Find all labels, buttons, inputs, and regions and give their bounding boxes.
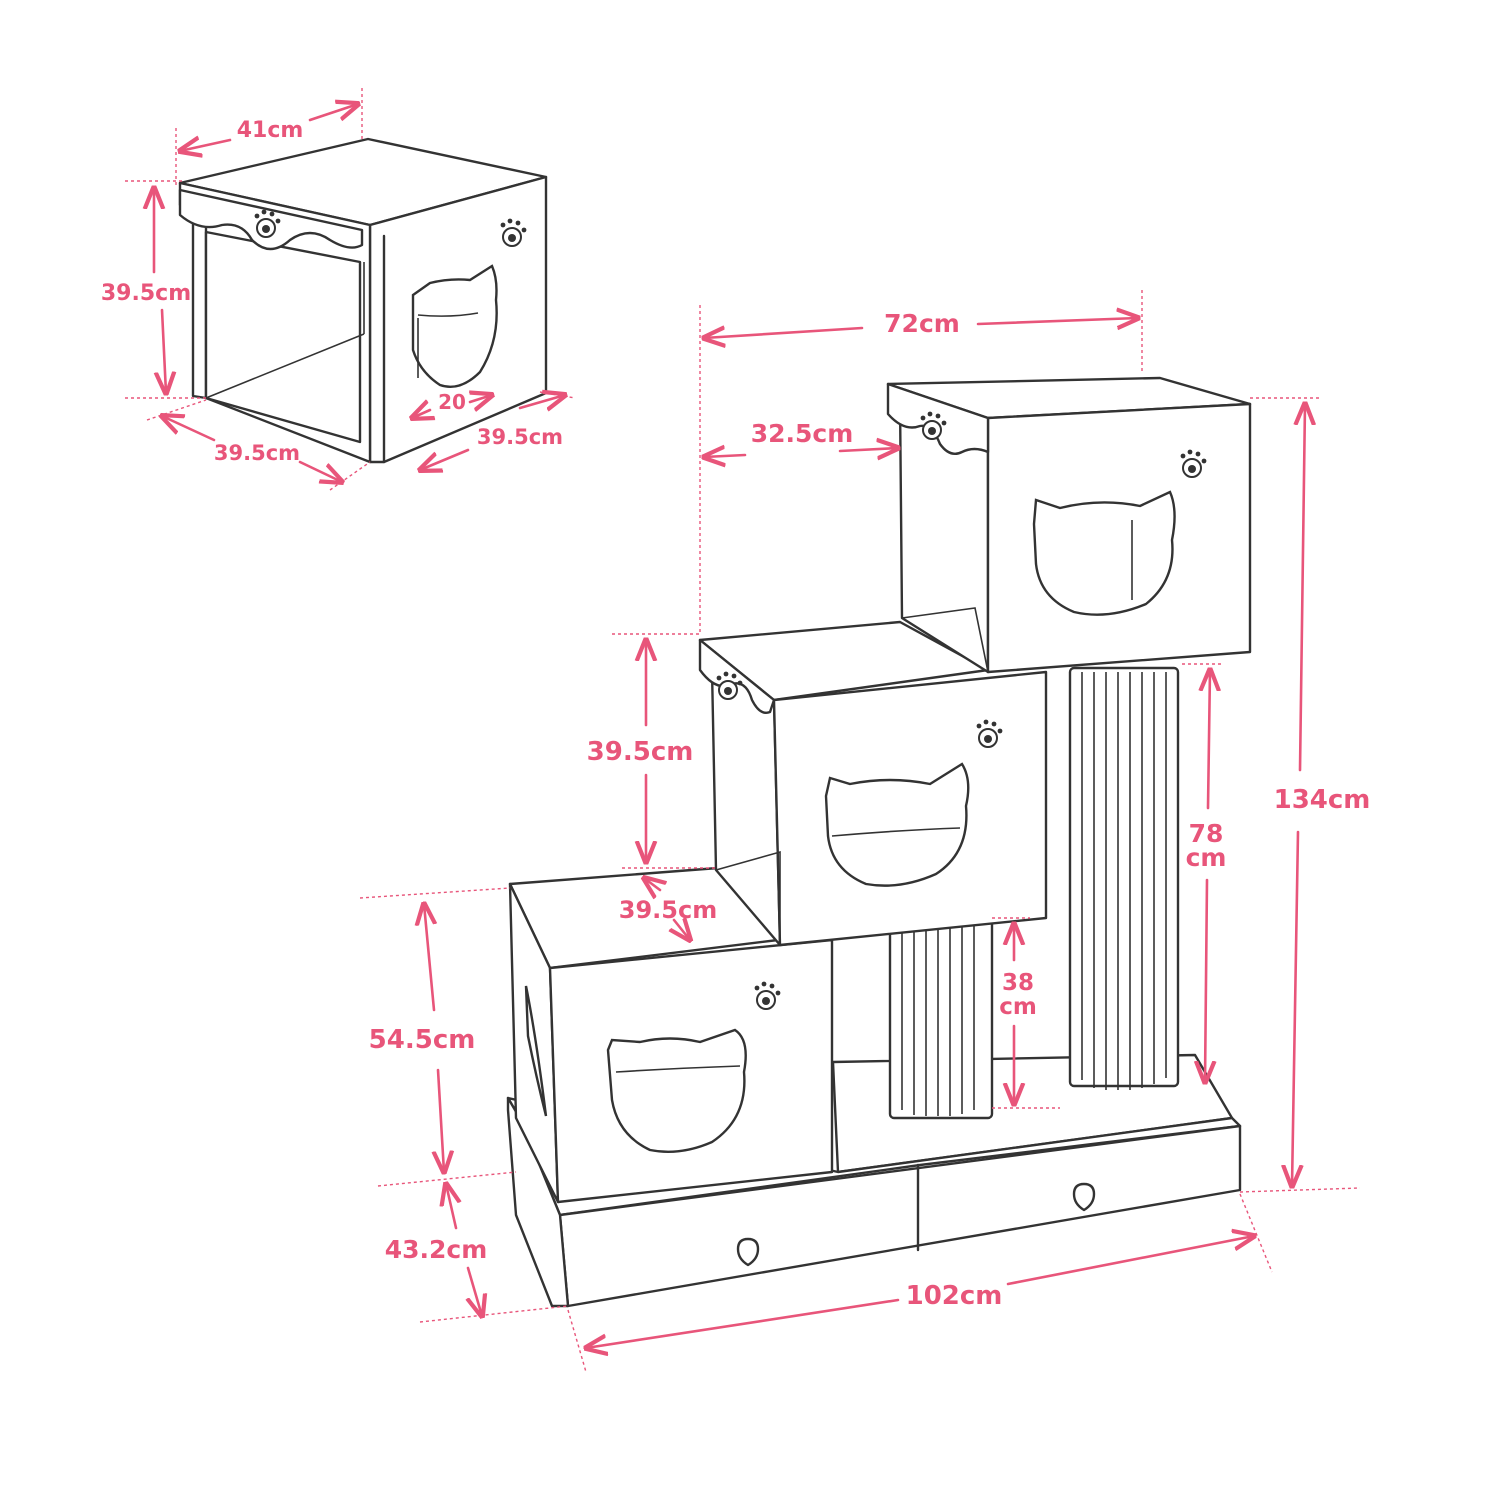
single-box-depth-left-label: 39.5cm <box>214 441 300 465</box>
base-height-label: 43.2cm <box>385 1235 488 1264</box>
cat-head-opening <box>411 264 498 389</box>
cat-head-opening <box>824 762 970 887</box>
total-width-label: 102cm <box>906 1281 1003 1311</box>
single-box-height-label: 39.5cm <box>101 281 191 306</box>
single-box-depth-right-label: 39.5cm <box>477 425 563 449</box>
lower-height-label: 54.5cm <box>369 1025 476 1055</box>
cat-tree-dimensions: 72cm 32.5cm 134cm 78 cm 38 cm 39.5cm 39.… <box>359 290 1371 1373</box>
single-box-dimensions: 41cm 39.5cm 39.5cm 39.5cm 20 <box>101 88 576 491</box>
heart-handle-icon <box>736 1237 760 1267</box>
top-width-label: 72cm <box>884 309 960 338</box>
tall-post-label-unit: cm <box>1186 843 1227 872</box>
single-box-opening-label: 20 <box>438 390 466 414</box>
short-post-label-unit: cm <box>999 994 1037 1020</box>
cat-head-opening <box>606 1028 747 1153</box>
tall-post-grooves <box>1081 672 1167 1090</box>
total-height-label: 134cm <box>1274 785 1371 815</box>
single-box-width-label: 41cm <box>237 118 304 143</box>
short-post-label-number: 38 <box>1002 970 1034 996</box>
offset-label: 32.5cm <box>751 419 854 448</box>
single-box-drawing <box>178 137 548 464</box>
cat-head-opening <box>1032 490 1176 616</box>
heart-handle-icon <box>1072 1182 1096 1212</box>
cat-tree-drawing <box>506 376 1252 1308</box>
step-depth-label: 39.5cm <box>619 896 717 924</box>
tall-post-label-number: 78 <box>1189 819 1224 848</box>
short-post-grooves <box>901 922 975 1116</box>
middle-height-label: 39.5cm <box>587 737 694 767</box>
